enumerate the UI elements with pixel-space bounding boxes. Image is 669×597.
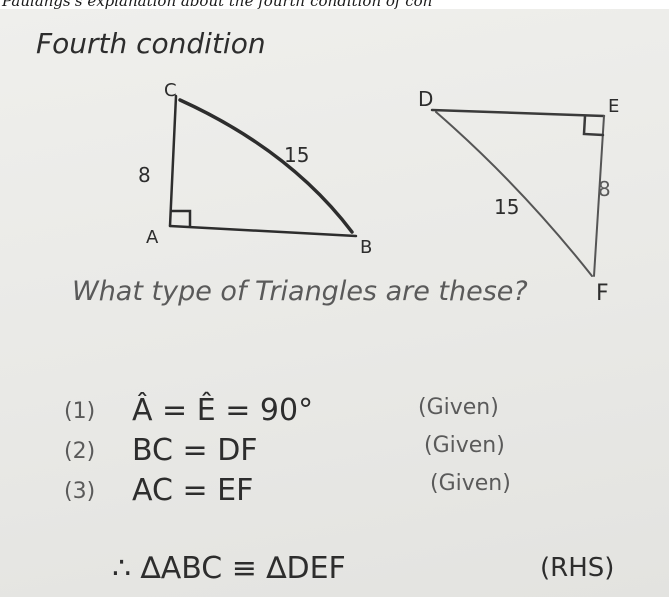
conclusion: ∴ ∆ABC ≡ ∆DEF <box>112 551 346 586</box>
statement-2-expression: BC = DF <box>132 433 258 468</box>
statement-3-reason: (Given) <box>430 471 511 496</box>
heading: Fourth condition <box>36 27 266 60</box>
hypotenuse-df-length: 15 <box>494 195 519 219</box>
vertex-c-label: C <box>164 80 177 101</box>
question: What type of Triangles are these? <box>72 276 528 307</box>
side-ca-length: 8 <box>138 163 151 187</box>
statement-3-expression: AC = EF <box>132 473 253 508</box>
side-ab <box>168 224 358 238</box>
side-cb <box>178 98 354 234</box>
vertex-b-label: B <box>360 237 372 258</box>
conclusion-reason: (RHS) <box>540 553 614 583</box>
side-de <box>430 108 606 118</box>
statement-2-number: (2) <box>64 439 95 464</box>
triangle-def <box>430 108 606 277</box>
vertex-e-label: E <box>608 96 619 117</box>
right-angle-mark-a <box>170 209 192 228</box>
vertex-d-label: D <box>418 87 433 111</box>
side-ef-length: 8 <box>598 177 611 201</box>
statement-1-reason: (Given) <box>418 395 499 420</box>
triangle-abc <box>168 94 358 238</box>
side-df <box>435 111 593 277</box>
hypotenuse-cb-length: 15 <box>284 143 309 167</box>
statement-1-expression: Â = Ê = 90° <box>132 392 313 428</box>
vertex-f-label: F <box>596 281 609 306</box>
statement-2-reason: (Given) <box>424 433 505 458</box>
side-ca <box>168 94 178 228</box>
statement-1-number: (1) <box>64 399 95 424</box>
statement-3-number: (3) <box>64 479 95 504</box>
whiteboard <box>0 9 669 597</box>
right-angle-mark-e <box>582 114 605 137</box>
vertex-a-label: A <box>146 227 159 248</box>
side-ef <box>593 115 605 277</box>
caption: Paulangs's explanation about the fourth … <box>0 0 669 9</box>
